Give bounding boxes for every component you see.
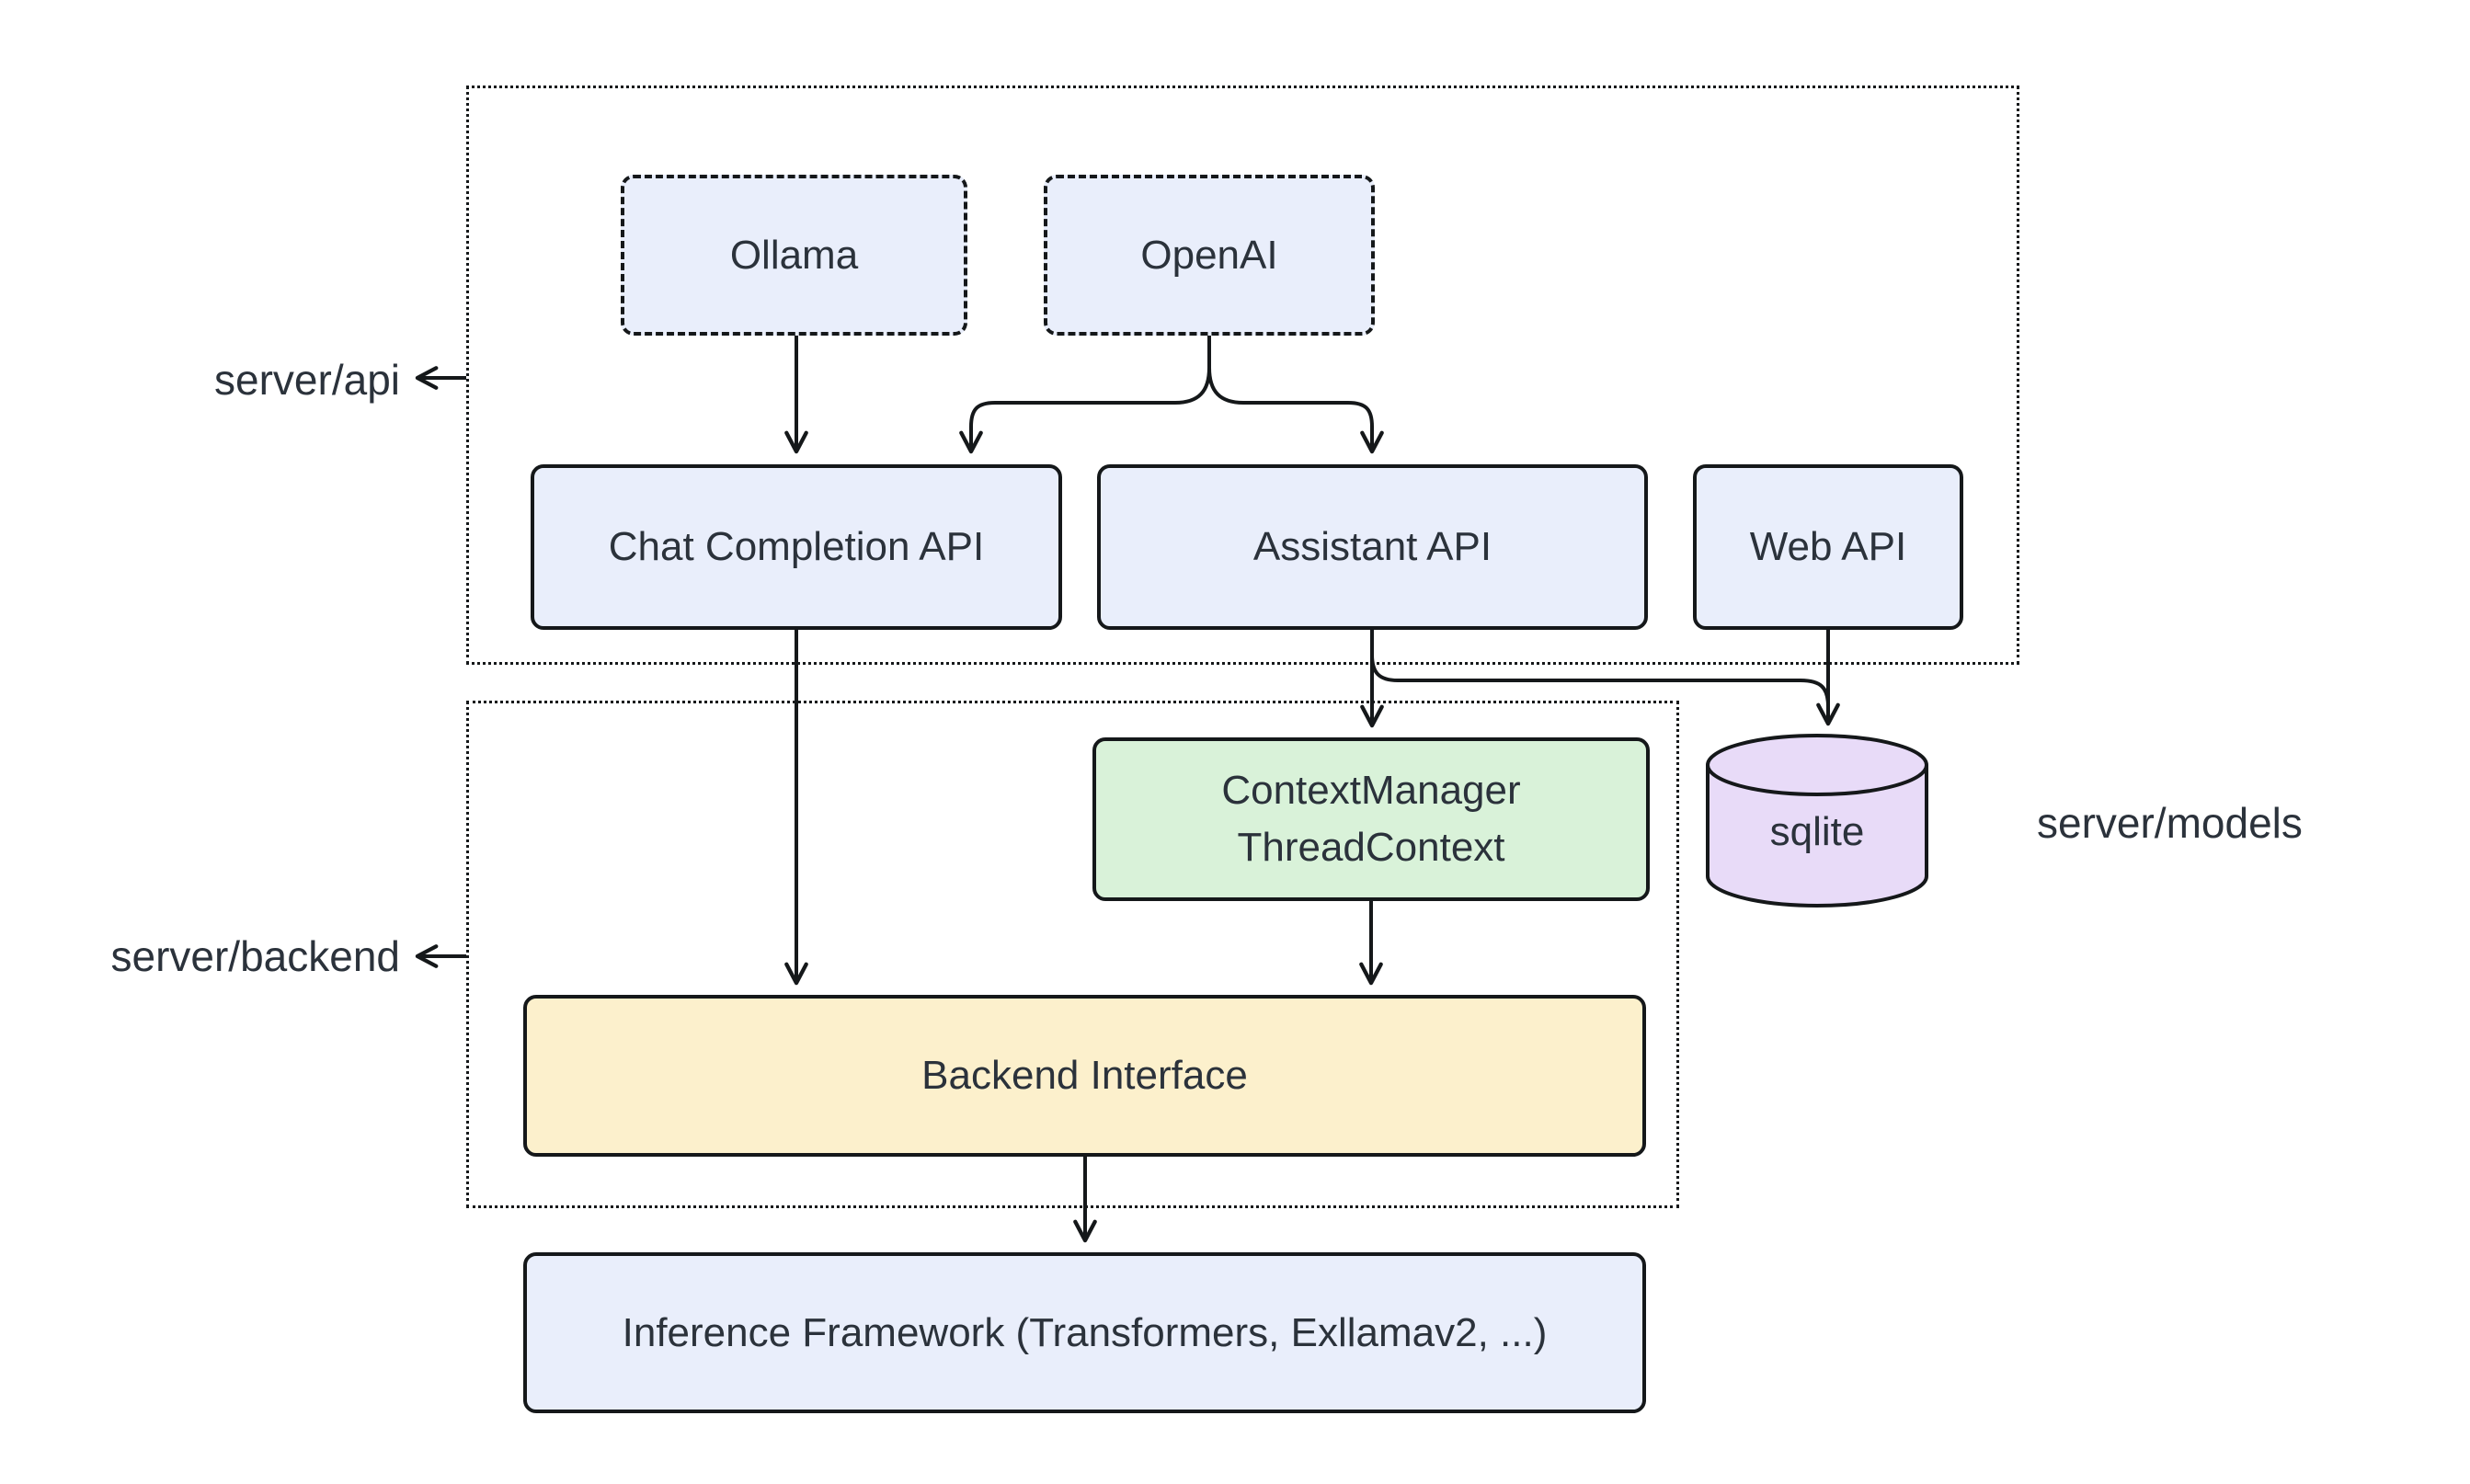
node-ollama-label: Ollama xyxy=(729,232,859,278)
node-sqlite-label: sqlite xyxy=(1769,809,1865,854)
server-backend-container xyxy=(466,701,1679,1208)
server-api-container xyxy=(466,86,2019,665)
node-backend-interface: Backend Interface xyxy=(523,995,1646,1157)
server-models-label: server/models xyxy=(2037,794,2423,851)
node-inference-framework: Inference Framework (Transformers, Exlla… xyxy=(523,1252,1646,1413)
edge-openai-to-chat-completion xyxy=(959,336,1211,454)
node-context-manager-line1: ContextManager xyxy=(1221,768,1521,814)
node-sqlite: sqlite xyxy=(1708,802,1927,862)
node-assistant-api-label: Assistant API xyxy=(1252,524,1492,570)
node-inference-framework-label: Inference Framework (Transformers, Exlla… xyxy=(622,1309,1548,1355)
node-ollama: Ollama xyxy=(621,175,967,336)
server-api-label: server/api xyxy=(129,351,400,408)
node-chat-completion-api-label: Chat Completion API xyxy=(608,524,985,570)
node-assistant-api: Assistant API xyxy=(1097,464,1648,630)
edge-openai-to-assistant xyxy=(1207,367,1384,454)
sqlite-cylinder xyxy=(1706,734,1928,908)
server-backend-label: server/backend xyxy=(51,928,401,985)
server-backend-label-text: server/backend xyxy=(110,932,401,980)
edge-assistant-to-sqlite xyxy=(1370,654,1830,707)
node-context-manager-line2: ThreadContext xyxy=(1237,825,1505,870)
server-api-label-text: server/api xyxy=(214,356,400,404)
node-openai: OpenAI xyxy=(1044,175,1375,336)
node-web-api: Web API xyxy=(1693,464,1963,630)
node-web-api-label: Web API xyxy=(1749,524,1907,570)
node-openai-label: OpenAI xyxy=(1140,232,1278,278)
server-models-label-text: server/models xyxy=(2037,799,2303,847)
node-backend-interface-label: Backend Interface xyxy=(921,1053,1248,1099)
node-context-manager: ContextManager ThreadContext xyxy=(1092,737,1650,901)
node-chat-completion-api: Chat Completion API xyxy=(531,464,1062,630)
